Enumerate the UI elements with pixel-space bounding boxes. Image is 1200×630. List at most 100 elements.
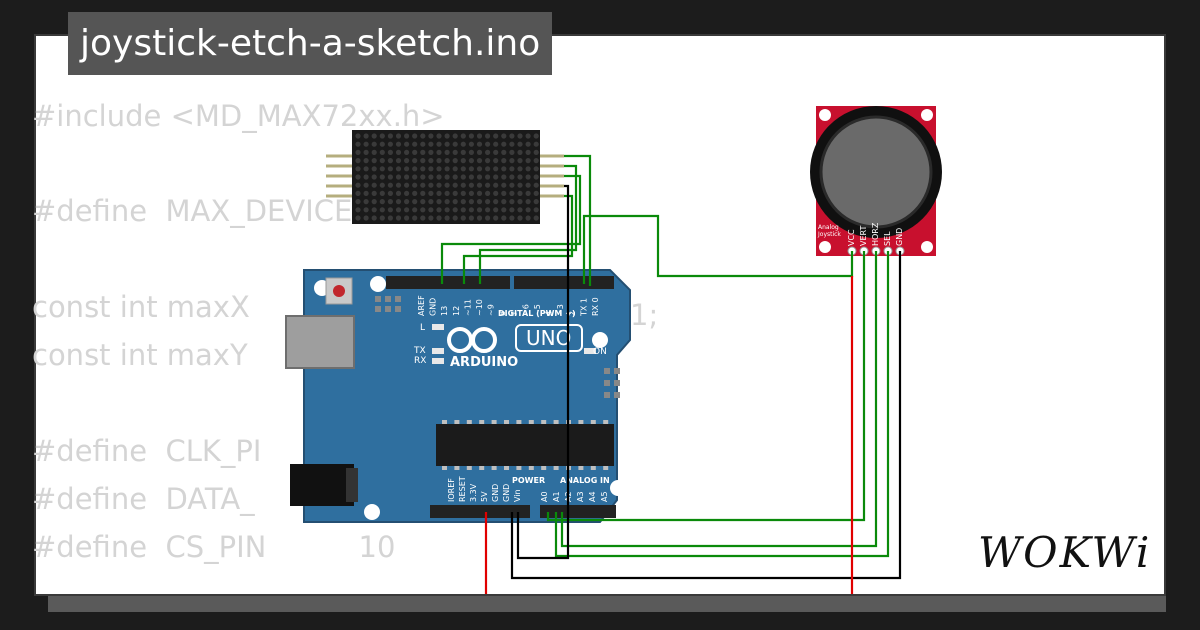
matrix-led (509, 141, 515, 147)
code-fragment: 1; (630, 298, 659, 332)
matrix-led (525, 158, 531, 164)
matrix-led (371, 166, 377, 172)
matrix-led (525, 190, 531, 196)
matrix-led (517, 133, 523, 139)
matrix-led (412, 215, 418, 221)
matrix-led (444, 141, 450, 147)
matrix-led (501, 215, 507, 221)
matrix-led (420, 174, 426, 180)
matrix-led (428, 182, 434, 188)
reset-button[interactable] (333, 285, 345, 297)
matrix-led (412, 133, 418, 139)
matrix-led (452, 199, 458, 205)
wire-green-3 (440, 174, 582, 284)
matrix-led (404, 190, 410, 196)
matrix-led (501, 182, 507, 188)
wire-green-1 (564, 154, 592, 286)
pin-label: 8 (498, 311, 507, 316)
matrix-led (371, 149, 377, 155)
matrix-led (460, 182, 466, 188)
matrix-led (379, 149, 385, 155)
matrix-led (371, 199, 377, 205)
matrix-led (533, 207, 539, 213)
matrix-led (509, 215, 515, 221)
matrix-led (476, 199, 483, 205)
matrix-led (485, 215, 491, 221)
matrix-led (420, 149, 426, 155)
wires (440, 154, 902, 594)
matrix-led (355, 207, 361, 213)
matrix-led (404, 166, 410, 172)
matrix-led (444, 215, 450, 221)
matrix-led (525, 207, 531, 213)
matrix-led (468, 215, 474, 221)
matrix-led (420, 133, 426, 139)
code-line: #include <MD_MAX72xx.h> (32, 99, 445, 133)
matrix-led (493, 141, 499, 147)
matrix-led (436, 182, 442, 188)
matrix-led (517, 182, 523, 188)
matrix-led (476, 149, 483, 155)
matrix-led (476, 158, 483, 164)
matrix-led (436, 149, 442, 155)
matrix-led (460, 199, 466, 205)
matrix-led (517, 141, 523, 147)
matrix-led (476, 215, 483, 221)
matrix-led (379, 141, 385, 147)
matrix-led (395, 215, 402, 221)
pin-label: VCC (847, 229, 856, 246)
matrix-led (460, 133, 466, 139)
wokwi-logo: WOKWi (978, 528, 1152, 577)
matrix-led (476, 166, 483, 172)
matrix-led (501, 174, 507, 180)
matrix-led (395, 199, 402, 205)
arduino-uno-board[interactable]: L TX RX ON ARDUINO UNO DIGITAL (PWM ~) P… (285, 269, 631, 523)
matrix-led (355, 215, 361, 221)
pin-label: GND (491, 484, 500, 502)
matrix-led (404, 158, 410, 164)
matrix-led (420, 215, 426, 221)
matrix-led (525, 182, 531, 188)
matrix-led (509, 133, 515, 139)
matrix-led (476, 141, 483, 147)
matrix-led (412, 149, 418, 155)
matrix-led (379, 190, 385, 196)
matrix-led (517, 190, 523, 196)
matrix-led (436, 133, 442, 139)
wire-black-1 (516, 184, 570, 560)
matrix-led (493, 190, 499, 196)
matrix-led (363, 133, 369, 139)
joystick-label-1: Analog (818, 224, 839, 231)
matrix-led (404, 149, 410, 155)
matrix-led (517, 207, 523, 213)
pin-label: 4 (545, 311, 554, 316)
wire-black-2 (510, 251, 902, 580)
matrix-led (485, 182, 491, 188)
on-led-label: ON (593, 347, 607, 357)
matrix-led (428, 149, 434, 155)
joystick-knob[interactable] (819, 115, 933, 229)
matrix-led (363, 166, 369, 172)
matrix-led (355, 166, 361, 172)
matrix-led (363, 182, 369, 188)
matrix-led (468, 158, 474, 164)
pin-label: GND (429, 298, 438, 316)
matrix-led (355, 133, 361, 139)
matrix-led (395, 166, 402, 172)
matrix-led (371, 141, 377, 147)
matrix-led (476, 207, 483, 213)
matrix-led (533, 190, 539, 196)
matrix-led (493, 215, 499, 221)
matrix-led (468, 141, 474, 147)
matrix-led (444, 207, 450, 213)
matrix-led (444, 166, 450, 172)
matrix-led (395, 158, 402, 164)
matrix-led (436, 207, 442, 213)
pin-label: 13 (440, 306, 449, 316)
pin-label: 3.3V (469, 483, 478, 502)
matrix-led (404, 207, 410, 213)
matrix-led (485, 149, 491, 155)
led-matrix-module[interactable] (326, 130, 564, 224)
matrix-led (395, 141, 402, 147)
